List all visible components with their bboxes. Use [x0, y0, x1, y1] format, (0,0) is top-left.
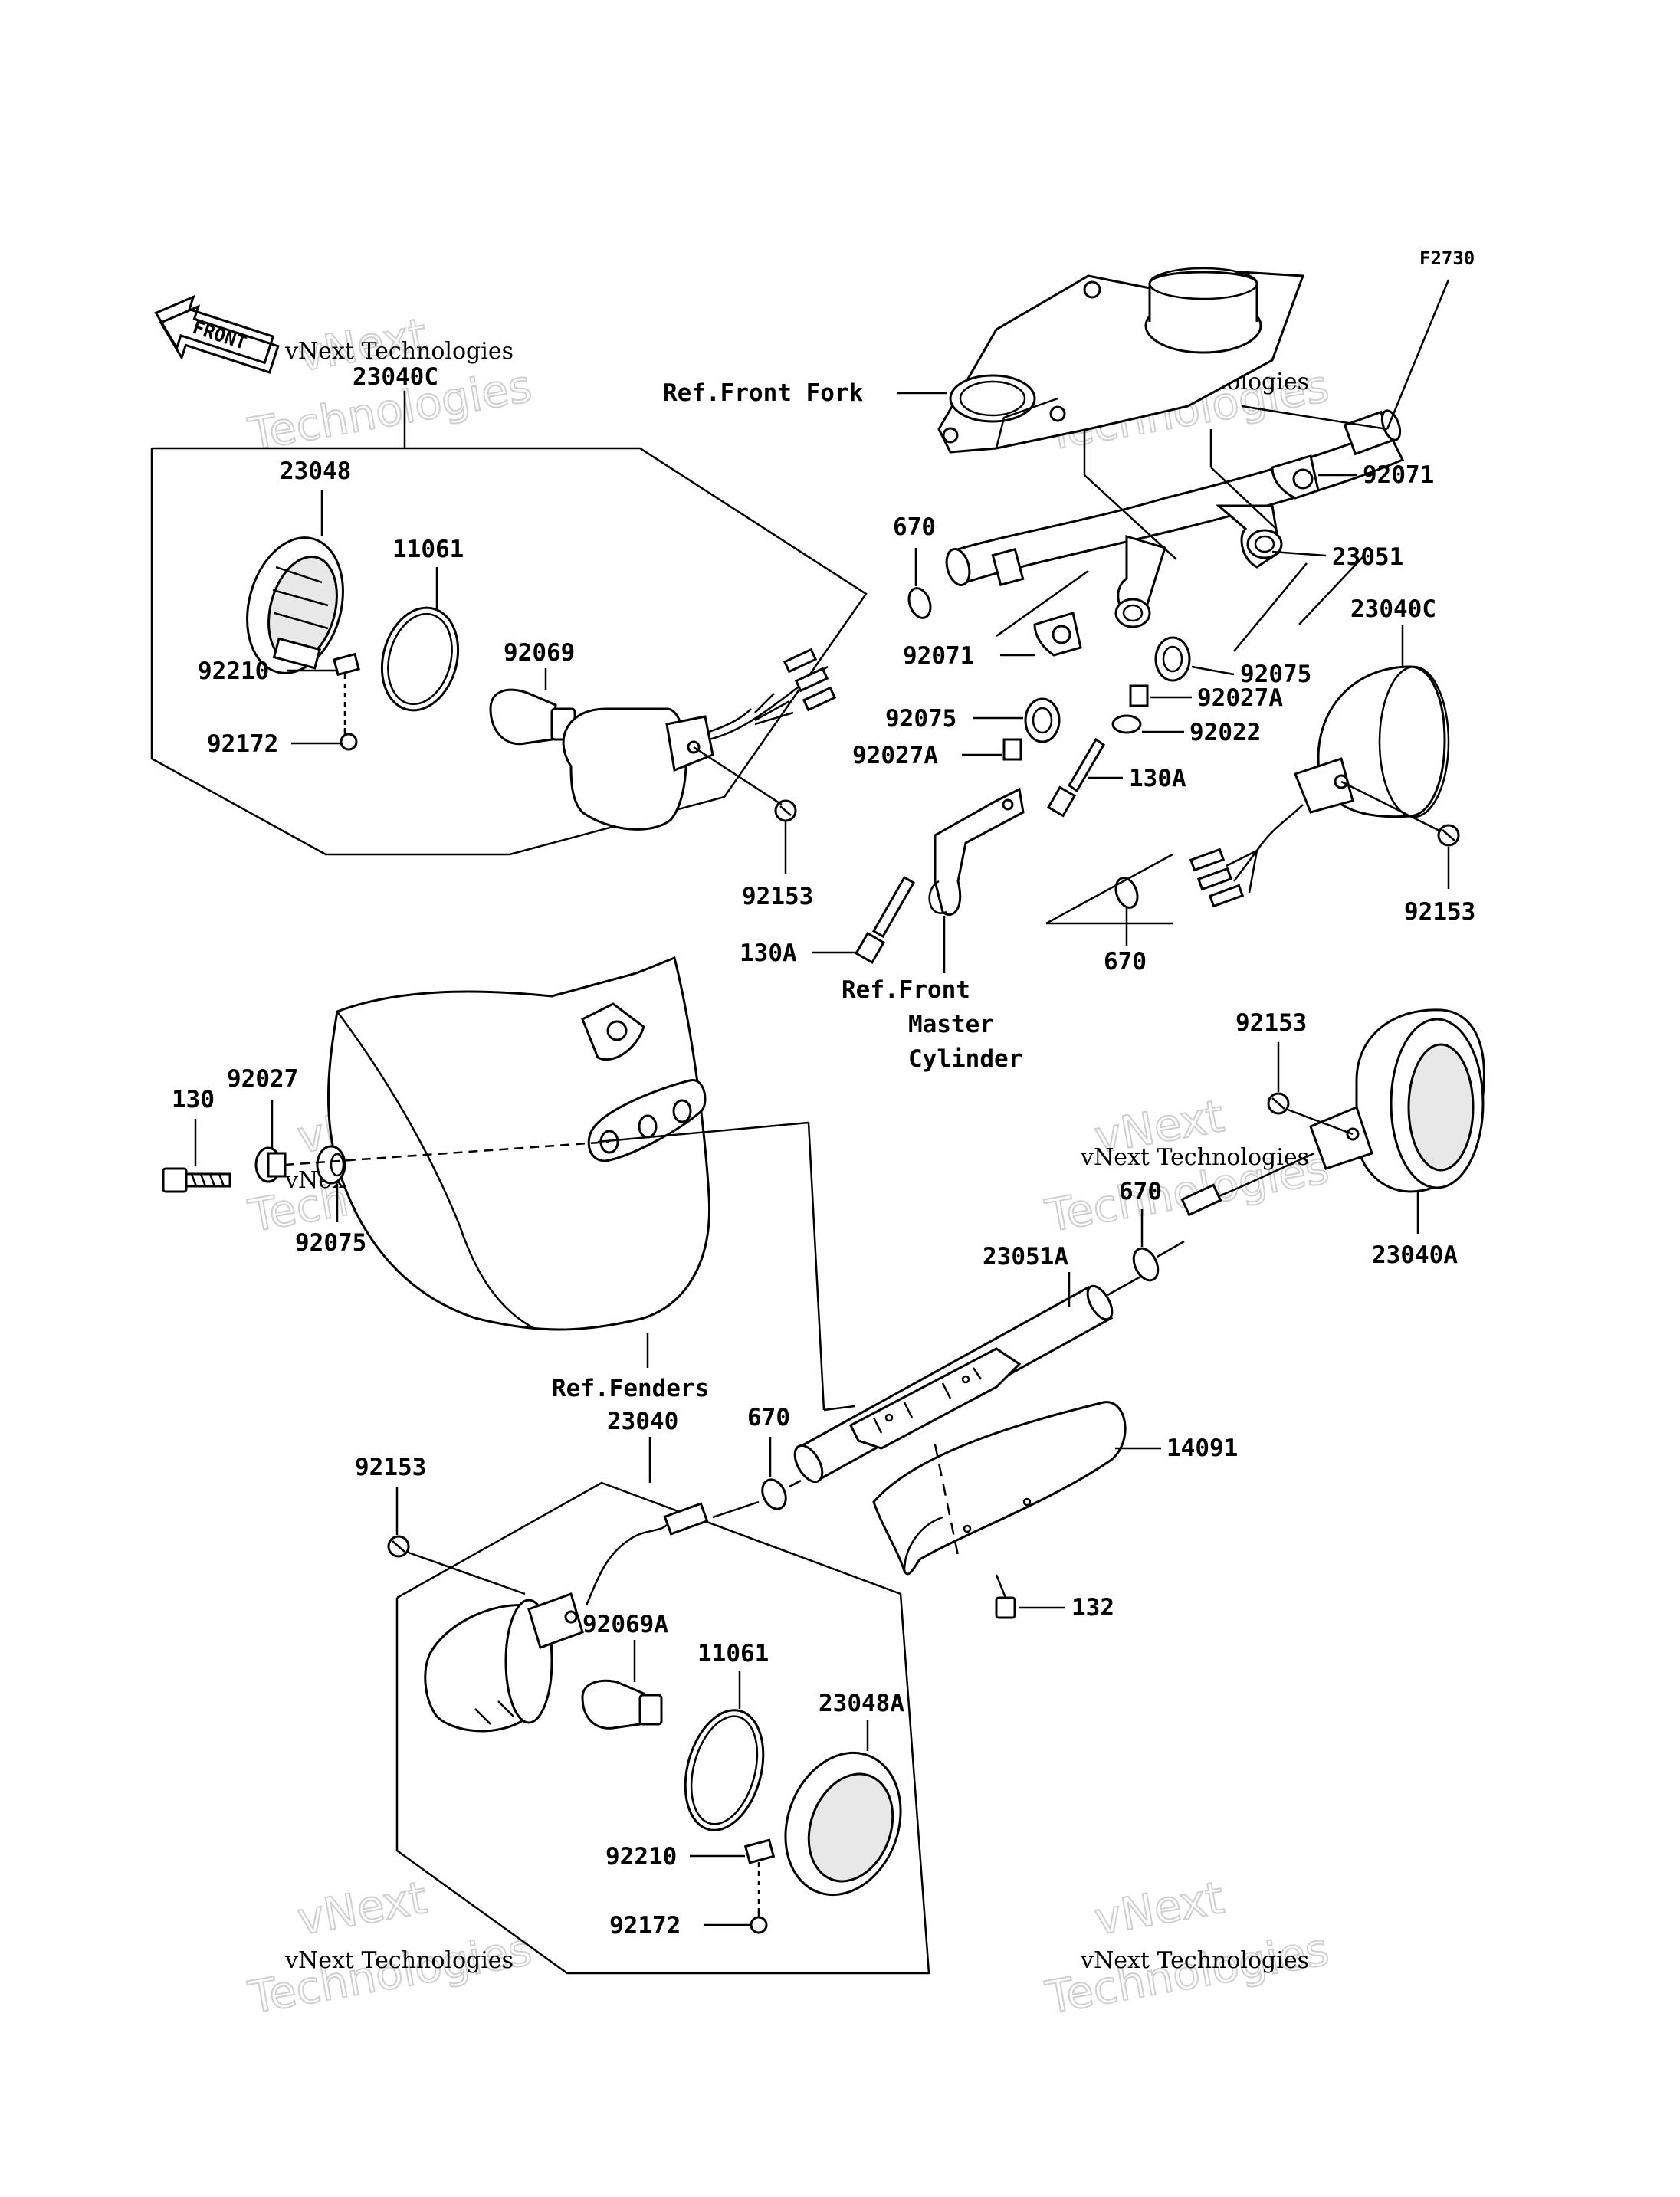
part-label-670-b: 670	[1104, 948, 1147, 976]
screw-92153-c	[1267, 1092, 1290, 1115]
part-label-92210-top: 92210	[198, 657, 269, 685]
watermark-text: vNext Technologies	[284, 1947, 514, 1974]
part-label-14091: 14091	[1166, 1435, 1238, 1462]
cover-14091	[872, 1401, 1127, 1576]
front-arrow-icon: FRONT	[154, 294, 280, 374]
part-label-23040: 23040	[607, 1408, 678, 1435]
lens-23048	[246, 536, 344, 674]
svg-text:vNext: vNext	[294, 1871, 431, 1945]
bulb-92069A	[581, 1679, 663, 1730]
turn-signal-housing-right	[1189, 665, 1450, 908]
screw-92172-bottom	[750, 1911, 768, 1934]
watermark-text: vNext Technologies	[1080, 1144, 1309, 1171]
part-label-92153-b: 92153	[1404, 898, 1475, 926]
gasket-ring-11061-bottom	[684, 1709, 765, 1831]
part-label-23040A: 23040A	[1372, 1241, 1458, 1269]
part-label-92075-c: 92075	[295, 1229, 366, 1257]
part-label-92075-a: 92075	[1240, 661, 1311, 688]
part-label-132: 132	[1071, 1594, 1114, 1622]
part-label-11061-bottom: 11061	[697, 1640, 769, 1667]
o-ring-670-d	[761, 1478, 787, 1510]
front-fender	[326, 956, 711, 1331]
collar-92027	[254, 1146, 287, 1183]
bulb-92069	[489, 688, 576, 746]
part-label-92022: 92022	[1189, 719, 1261, 746]
ref-front-master-label-2: Master	[908, 1011, 994, 1038]
part-label-23048A: 23048A	[819, 1690, 904, 1717]
lens-23048A	[784, 1751, 902, 1897]
o-ring-670-c	[1132, 1247, 1160, 1282]
part-label-23040C-top: 23040C	[353, 363, 438, 391]
part-label-670-d: 670	[747, 1404, 790, 1431]
part-label-11061-top: 11061	[392, 536, 464, 563]
part-label-92153-a: 92153	[742, 883, 813, 910]
bolt-130	[162, 1167, 231, 1193]
o-ring-670-b	[1114, 877, 1139, 909]
ref-front-master-label-3: Cylinder	[908, 1045, 1022, 1073]
grommet-92075-c	[316, 1145, 346, 1185]
clamp-92071-b	[1033, 612, 1082, 657]
collar-92027A-b	[1002, 738, 1022, 761]
diagram-id: F2730	[1419, 248, 1475, 269]
part-label-92071-a: 92071	[1363, 461, 1434, 489]
part-label-92172-top: 92172	[207, 730, 278, 758]
screw-92153-a	[774, 799, 797, 822]
part-label-92027: 92027	[227, 1065, 298, 1093]
turn-signal-housing-top-left	[562, 648, 837, 831]
part-label-92075-b: 92075	[885, 705, 956, 733]
part-label-23051A: 23051A	[983, 1243, 1068, 1271]
part-label-670-a: 670	[893, 513, 936, 541]
screw-92172-top	[340, 728, 358, 751]
assembly-box-bottom	[395, 1481, 930, 1975]
part-label-92210-bottom: 92210	[605, 1843, 677, 1871]
part-label-92071-b: 92071	[903, 642, 974, 670]
part-label-92153-c: 92153	[1235, 1009, 1307, 1037]
gasket-ring-11061-top	[380, 606, 460, 712]
part-label-670-c: 670	[1119, 1178, 1162, 1205]
part-label-92172-bottom: 92172	[609, 1912, 681, 1940]
nut-92210-top	[333, 652, 360, 677]
ref-fenders-label: Ref.Fenders	[552, 1375, 709, 1402]
part-label-92027A-a: 92027A	[1197, 684, 1283, 712]
watermark-bottom-right: vNext Technologies	[1041, 1871, 1334, 2025]
grommet-92075-b	[1024, 697, 1061, 743]
bolt-130A-a	[1046, 737, 1105, 818]
part-label-92069: 92069	[504, 639, 575, 667]
ref-front-master-label-1: Ref.Front	[842, 976, 970, 1004]
svg-text:vNext: vNext	[1091, 1871, 1228, 1945]
ref-front-fork-label: Ref.Front Fork	[663, 379, 864, 407]
watermark-text: vNext Technologies	[284, 338, 514, 365]
part-label-92153-d: 92153	[355, 1454, 426, 1481]
watermark-text: vNext Technologies	[1080, 1947, 1309, 1974]
turn-signal-housing-bottom	[424, 1502, 709, 1733]
master-cylinder-bracket	[928, 787, 1025, 917]
mount-bar-23051A	[793, 1284, 1114, 1484]
collar-92027A-a	[1129, 684, 1149, 707]
part-label-130A-b: 130A	[740, 939, 797, 967]
screw-92153-d	[387, 1535, 410, 1558]
clamp-92071-a	[1271, 454, 1320, 500]
washer-92022	[1111, 714, 1142, 734]
part-label-23048: 23048	[280, 457, 351, 485]
grommet-92075-a	[1154, 636, 1191, 682]
part-label-92069A: 92069A	[582, 1611, 668, 1638]
part-label-23051: 23051	[1332, 543, 1403, 571]
screw-92153-b	[1437, 824, 1460, 847]
front-fork-triple-clamp	[937, 267, 1305, 454]
nut-92210-bottom	[743, 1838, 776, 1864]
o-ring-670-a	[907, 587, 932, 619]
part-label-92027A-b: 92027A	[852, 742, 938, 769]
screw-132	[995, 1574, 1016, 1619]
bolt-130A-b	[855, 875, 916, 965]
turn-signal-housing-23040A	[1180, 1008, 1485, 1217]
part-label-130: 130	[172, 1086, 215, 1113]
part-label-23040C-r: 23040C	[1350, 595, 1436, 623]
watermark-bottom-left: vNext Technologies	[244, 1871, 536, 2025]
part-label-130A-a: 130A	[1129, 765, 1186, 792]
